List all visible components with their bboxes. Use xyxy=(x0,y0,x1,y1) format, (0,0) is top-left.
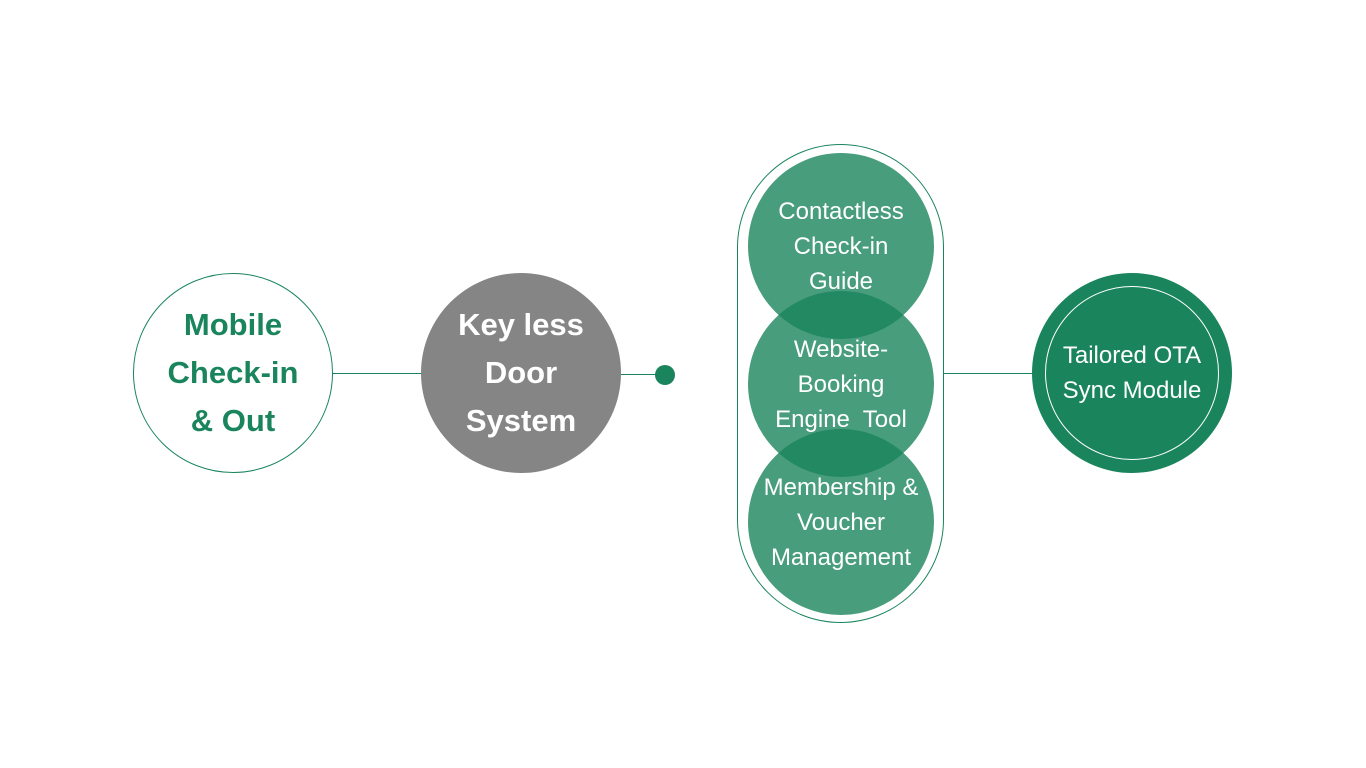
stack-container xyxy=(737,144,944,623)
node-label: Booking xyxy=(797,370,885,398)
node-label: Guide xyxy=(808,267,874,295)
node-label: Key less xyxy=(458,307,584,342)
inner-ring: Tailored OTA Sync Module xyxy=(1045,286,1219,460)
node-label: Check-in xyxy=(793,232,889,260)
node-label: Mobile xyxy=(183,307,283,342)
node-label: & Out xyxy=(190,403,276,438)
connector-dot xyxy=(655,365,675,385)
node-label: Sync Module xyxy=(1062,377,1202,404)
node-label: Check-in xyxy=(167,355,299,390)
node-ota-sync: Tailored OTA Sync Module xyxy=(1032,273,1232,473)
node-label: Contactless xyxy=(778,197,904,225)
node-label: Tailored OTA xyxy=(1062,342,1202,369)
connector-line xyxy=(333,373,422,374)
node-label: Door xyxy=(484,355,558,390)
connector-line xyxy=(944,373,1032,374)
connector-line xyxy=(621,374,661,375)
node-label: Management xyxy=(770,543,912,571)
node-label: Engine Tool xyxy=(775,405,907,433)
node-label: System xyxy=(465,403,577,438)
node-label: Website- xyxy=(793,335,889,363)
node-label: Membership & xyxy=(763,473,919,501)
node-label: Voucher xyxy=(796,508,886,536)
